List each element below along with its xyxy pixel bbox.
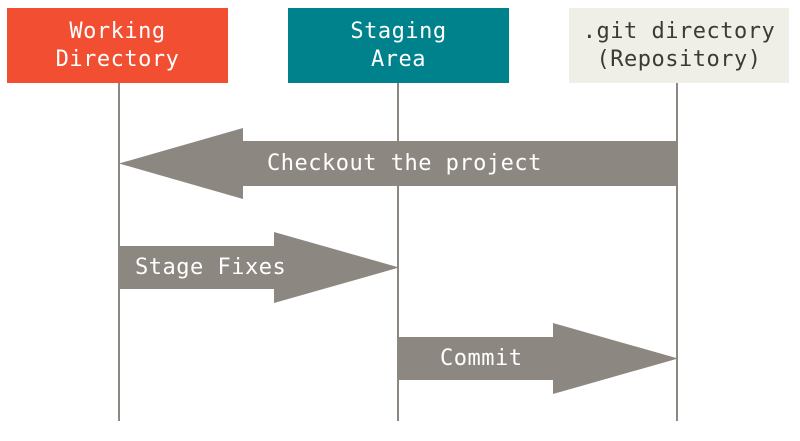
git-repository-box: .git directory (Repository) [569,8,789,83]
working-directory-label-line1: Working [69,18,166,44]
checkout-arrow: Checkout the project [119,128,678,199]
left-arrow-shape [119,128,678,199]
working-directory-label-line2: Directory [55,46,180,72]
staging-area-lifeline [397,83,399,421]
staging-area-label-line2: Area [371,46,426,72]
staging-area-label-line1: Staging [350,18,447,44]
right-arrow-shape [119,232,399,303]
stage-fixes-arrow-label: Stage Fixes [135,255,287,280]
checkout-arrow-label: Checkout the project [267,151,542,176]
working-directory-box: Working Directory [7,8,228,83]
commit-arrow: Commit [398,323,678,394]
stage-fixes-arrow: Stage Fixes [119,232,399,303]
git-repository-label-line2: (Repository) [596,46,762,72]
git-repository-label-line1: .git directory [582,18,776,44]
staging-area-box: Staging Area [288,8,509,83]
commit-arrow-label: Commit [440,346,523,371]
right-arrow-shape [398,323,678,394]
git-repository-lifeline [676,83,678,421]
